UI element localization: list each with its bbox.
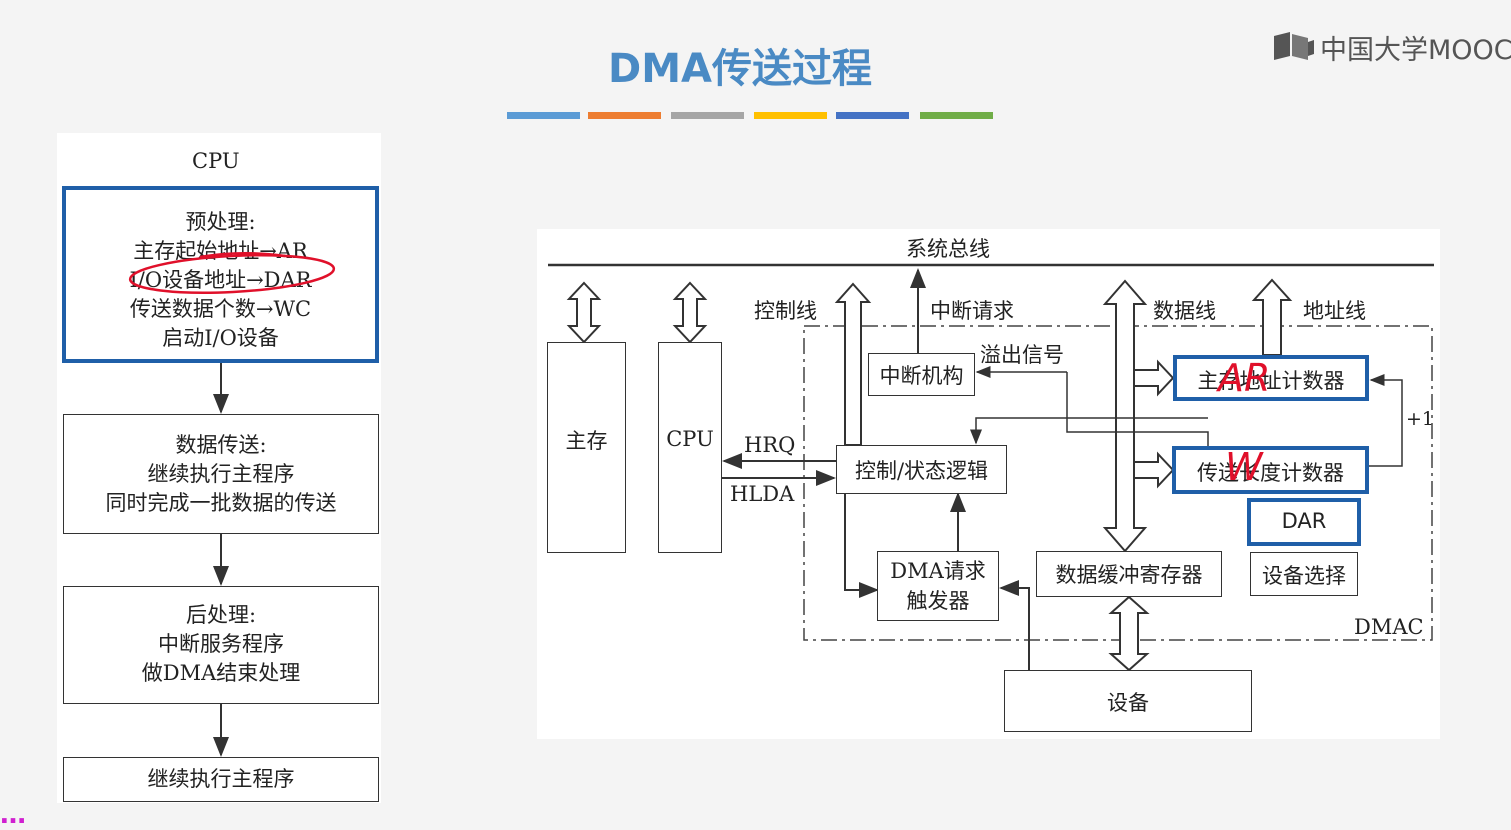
- hlda-label: HLDA: [730, 482, 795, 506]
- color-bar-segment: [920, 112, 993, 119]
- cpu-bus-arrow: [672, 281, 708, 344]
- dma-trigger-line: DMA请求: [890, 559, 986, 583]
- handwritten-wc: W: [1225, 445, 1263, 489]
- dmac-label: DMAC: [1354, 615, 1424, 639]
- mooc-logo-icon: [1274, 32, 1314, 60]
- plus-one-label: +1: [1406, 408, 1435, 430]
- postprocess-box: 后处理: 中断服务程序 做DMA结束处理: [63, 586, 379, 704]
- control-logic-label: 控制/状态逻辑: [854, 459, 989, 483]
- addr-counter-box: 主存地址计数器: [1173, 355, 1369, 401]
- system-bus-label: 系统总线: [906, 237, 990, 261]
- color-bar-segment: [671, 112, 744, 119]
- logic-trigger-line: [844, 478, 879, 598]
- handwritten-ar: AR: [1218, 356, 1271, 400]
- len-counter-label: 传送长度计数器: [1197, 461, 1344, 485]
- interrupt-unit-box: 中断机构: [868, 353, 975, 396]
- interrupt-unit-label: 中断机构: [879, 364, 964, 388]
- dma-trigger-box: DMA请求 触发器: [877, 551, 999, 621]
- data-line-arrow: [1102, 279, 1148, 553]
- overflow-signal-label: 溢出信号: [980, 343, 1064, 367]
- preprocess-line: 启动I/O设备: [162, 326, 279, 350]
- transfer-box: 数据传送: 继续执行主程序 同时完成一批数据的传送: [63, 414, 379, 534]
- addr-counter-label: 主存地址计数器: [1197, 369, 1345, 393]
- address-line-label: 地址线: [1303, 299, 1366, 323]
- color-bar-segment: [836, 112, 909, 119]
- main-memory-label: 主存: [565, 429, 608, 453]
- memory-bus-arrow: [566, 281, 602, 344]
- device-label: 设备: [1107, 691, 1149, 715]
- data-buffer-box: 数据缓冲寄存器: [1036, 551, 1222, 597]
- control-line-arrow: [834, 282, 872, 446]
- cpu-box: CPU: [658, 342, 722, 553]
- color-bar-segment: [754, 112, 827, 119]
- postprocess-line: 后处理:: [185, 603, 257, 627]
- preprocess-line: 传送数据个数→WC: [129, 297, 312, 321]
- dar-box: DAR: [1247, 498, 1361, 546]
- device-box: 设备: [1004, 670, 1252, 732]
- bottom-caption: …: [0, 800, 26, 830]
- data-to-addr-arrow: [1133, 359, 1175, 397]
- len-counter-box: 传送长度计数器: [1172, 446, 1369, 494]
- increment-loop: [1369, 374, 1403, 467]
- control-logic-box: 控制/状态逻辑: [836, 445, 1007, 494]
- device-select-label: 设备选择: [1262, 564, 1346, 588]
- hrq-label: HRQ: [744, 433, 796, 457]
- preprocess-line: 预处理:: [185, 210, 256, 234]
- dma-trigger-line: 触发器: [906, 589, 970, 613]
- data-to-len-arrow: [1133, 451, 1175, 489]
- data-line-label: 数据线: [1153, 299, 1216, 323]
- control-line-label: 控制线: [754, 299, 817, 323]
- continue-box: 继续执行主程序: [63, 757, 379, 802]
- device-select-box: 设备选择: [1250, 552, 1358, 596]
- address-line-arrow: [1251, 278, 1293, 356]
- data-buffer-label: 数据缓冲寄存器: [1055, 563, 1203, 587]
- color-bar-segment: [507, 112, 580, 119]
- interrupt-request-label: 中断请求: [930, 299, 1014, 323]
- color-bar-segment: [588, 112, 661, 119]
- page-title: DMA传送过程: [608, 46, 872, 92]
- buffer-device-arrow: [1108, 595, 1150, 672]
- continue-line: 继续执行主程序: [147, 767, 295, 791]
- transfer-line: 同时完成一批数据的传送: [105, 491, 337, 515]
- overflow-signal-line: [1066, 372, 1209, 447]
- device-trigger-line: [999, 580, 1030, 670]
- postprocess-line: 做DMA结束处理: [141, 661, 301, 685]
- transfer-line: 继续执行主程序: [147, 462, 295, 486]
- logo-text: 中国大学MOOC: [1320, 35, 1511, 66]
- cpu-box-label: CPU: [666, 427, 714, 451]
- cpu-label: CPU: [192, 149, 240, 173]
- main-memory-box: 主存: [547, 342, 626, 553]
- counter-logic-line: [970, 417, 1208, 445]
- transfer-line: 数据传送:: [175, 433, 267, 457]
- dar-label: DAR: [1281, 509, 1327, 533]
- postprocess-line: 中断服务程序: [158, 632, 284, 656]
